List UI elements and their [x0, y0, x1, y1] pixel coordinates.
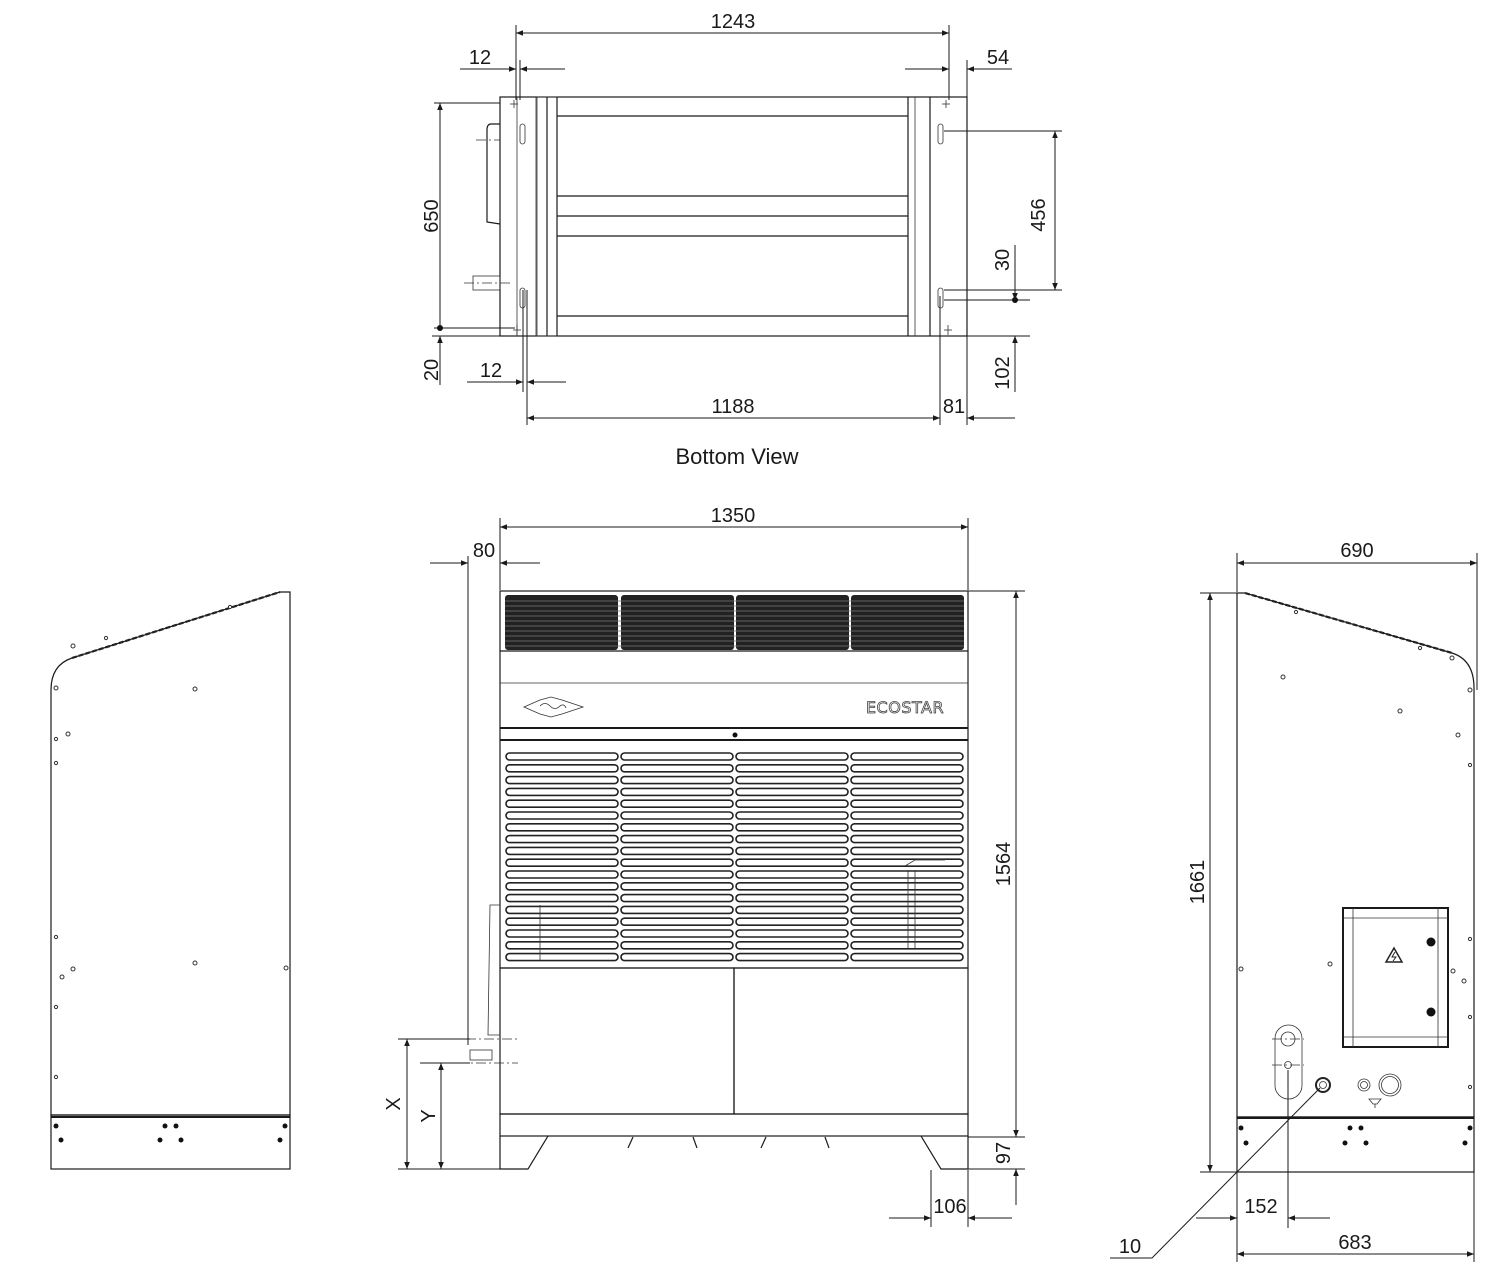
left-side-outline: [50, 591, 291, 1116]
dim-1350: 1350: [711, 505, 756, 527]
dim-12-top: 12: [469, 47, 491, 69]
bottom-view-title: Bottom View: [675, 444, 798, 469]
callout-10: 10: [1119, 1236, 1141, 1258]
left-side-view: [50, 590, 291, 1170]
bottom-view: 1243 12 54 650 20 12 1188 81: [421, 11, 1062, 469]
dim-54: 54: [987, 47, 1009, 69]
dim-683: 683: [1338, 1232, 1371, 1254]
dim-1243: 1243: [711, 11, 756, 33]
dim-102: 102: [992, 356, 1014, 389]
front-louver-grille: [505, 752, 964, 962]
dim-97: 97: [993, 1142, 1015, 1164]
mounting-slot: [519, 123, 526, 145]
dim-y: Y: [418, 1109, 440, 1122]
dim-1661: 1661: [1187, 860, 1209, 905]
dim-456: 456: [1028, 198, 1050, 231]
dim-650: 650: [421, 199, 443, 232]
dim-12-bottom: 12: [480, 360, 502, 382]
bitzer-logo: [523, 696, 585, 718]
bottom-view-outline: [499, 96, 968, 337]
high-voltage-warning-icon: [1384, 946, 1404, 963]
dim-690: 690: [1340, 540, 1373, 562]
ecostar-label: ECOSTAR: [866, 698, 944, 717]
right-side-view: 690 1661 152 683 10: [1110, 540, 1478, 1262]
dim-80: 80: [473, 540, 495, 562]
dim-81: 81: [943, 396, 965, 418]
dim-20: 20: [421, 359, 443, 381]
dim-106: 106: [933, 1196, 966, 1218]
electrical-box: [1342, 907, 1449, 1048]
dim-x: X: [383, 1097, 405, 1110]
top-grille: [505, 595, 964, 650]
dim-1564: 1564: [993, 842, 1015, 887]
front-view: ECOSTAR: [383, 505, 1025, 1227]
right-side-outline: [1236, 592, 1475, 1118]
dim-1188: 1188: [711, 396, 754, 418]
dim-152: 152: [1244, 1196, 1277, 1218]
dim-30: 30: [992, 249, 1014, 271]
mounting-slot: [937, 123, 944, 145]
